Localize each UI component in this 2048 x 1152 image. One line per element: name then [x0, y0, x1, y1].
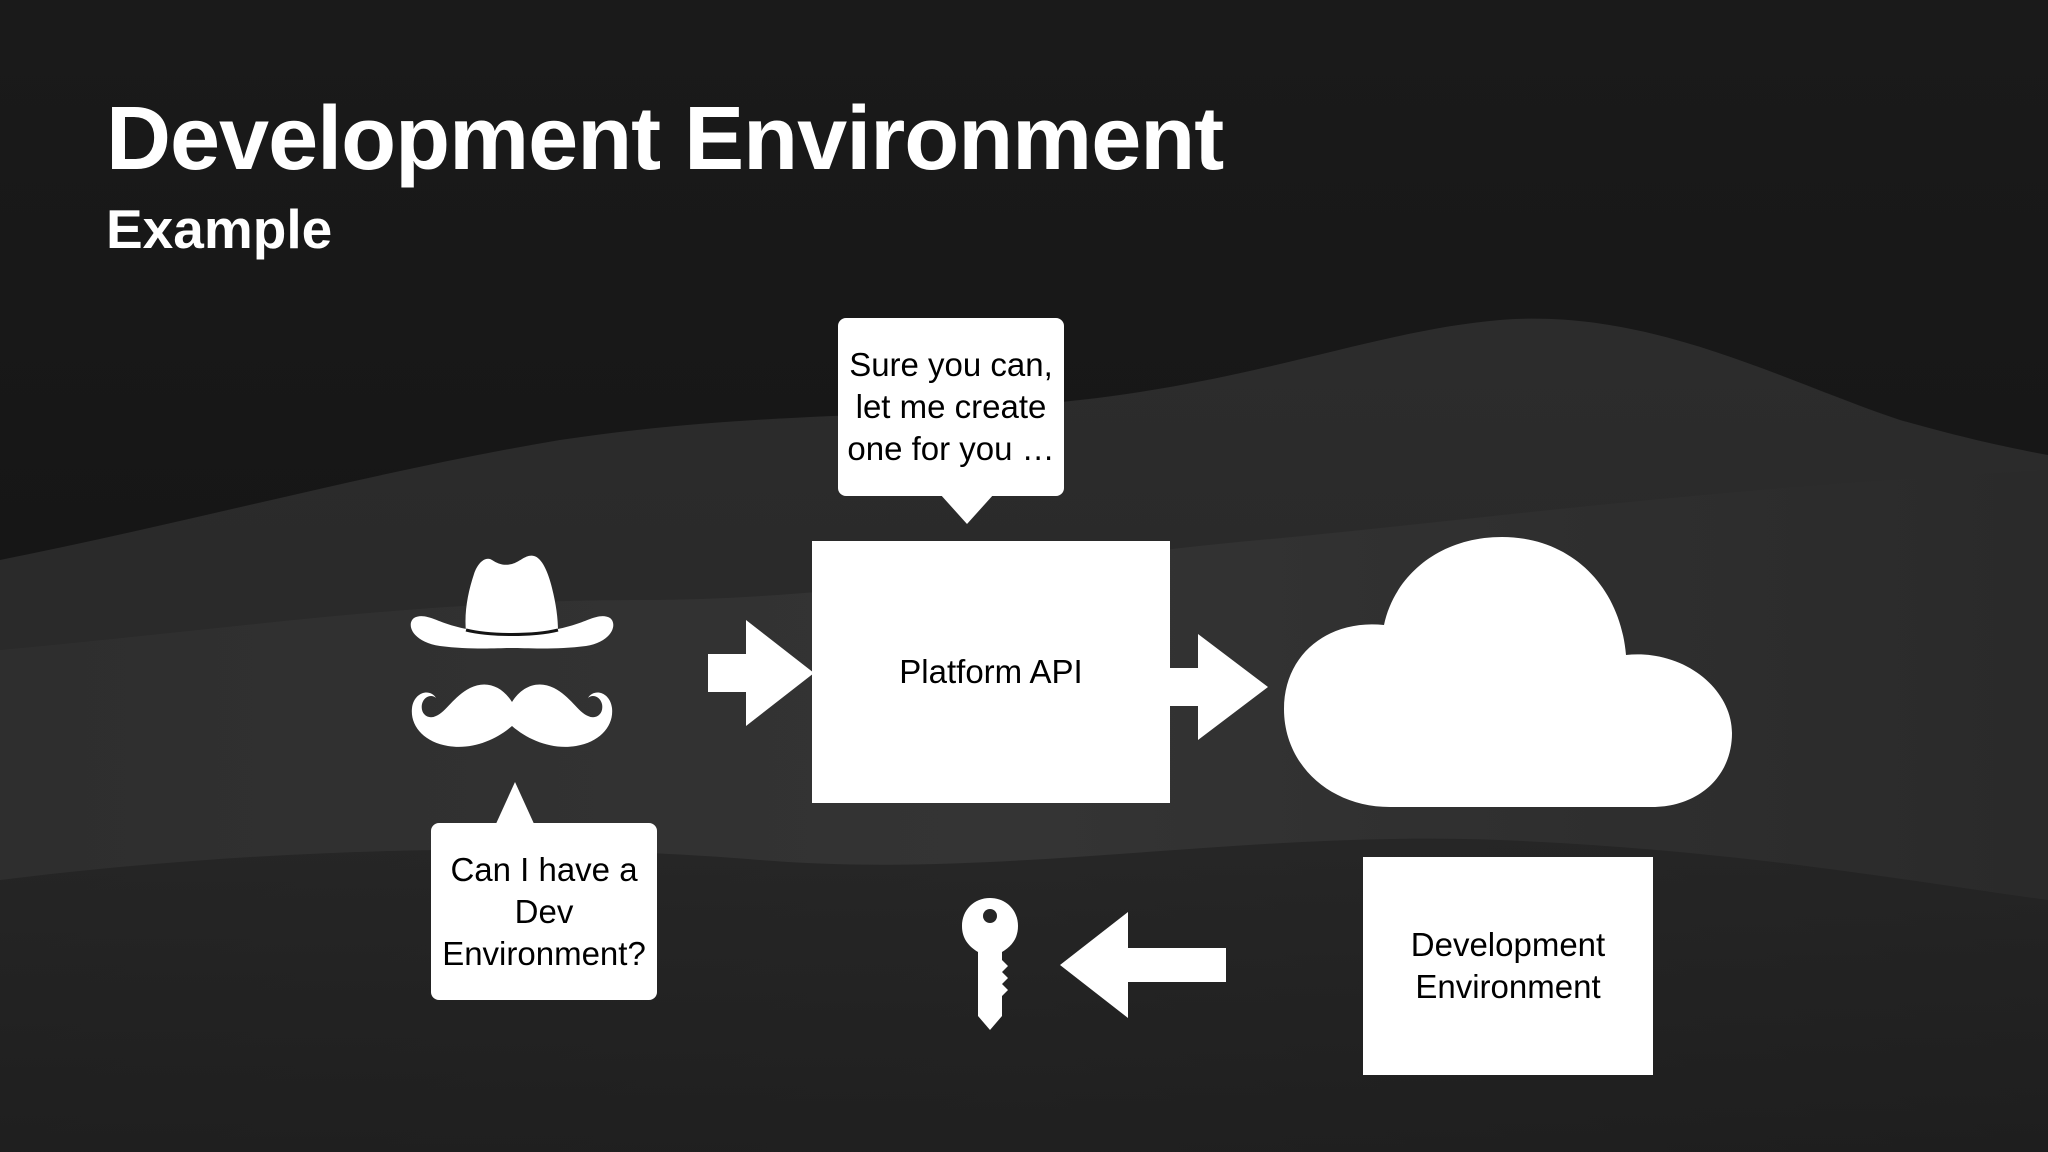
platform-reply-text: Sure you can, let me create one for you … — [847, 346, 1055, 467]
user-request-text: Can I have a Dev Environment? — [442, 850, 646, 972]
key-icon — [962, 898, 1018, 1030]
arrow-left-icon — [1060, 912, 1226, 1018]
arrow-right-icon — [1168, 634, 1268, 740]
development-environment-box: Development Environment — [1363, 857, 1653, 1075]
slide-subtitle: Example — [106, 198, 333, 260]
bubble-left-tail — [495, 782, 535, 826]
bubble-top-tail — [940, 494, 994, 524]
user-request-bubble: Can I have a Dev Environment? — [431, 823, 657, 1000]
platform-api-box: Platform API — [812, 541, 1170, 803]
arrow-right-icon — [708, 620, 814, 726]
platform-reply-bubble: Sure you can, let me create one for you … — [838, 318, 1064, 496]
platform-api-label: Platform API — [899, 653, 1083, 690]
development-environment-label: Development Environment — [1410, 926, 1606, 1005]
cowboy-hat-icon — [410, 555, 614, 649]
slide-title: Development Environment — [106, 89, 1224, 189]
cloud-icon — [1284, 537, 1732, 807]
mustache-icon — [411, 684, 613, 747]
